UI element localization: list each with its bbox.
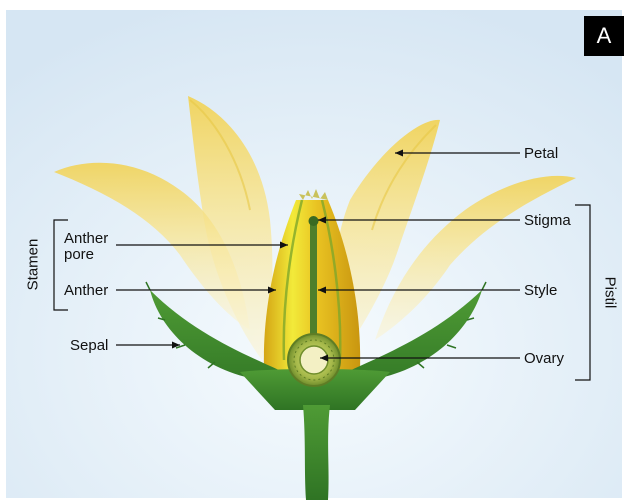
label-anther-pore-line1: Anther bbox=[64, 230, 108, 247]
label-anther-pore-line2: pore bbox=[64, 246, 94, 263]
label-ovary: Ovary bbox=[524, 350, 564, 367]
pistil bbox=[309, 216, 319, 342]
label-stigma: Stigma bbox=[524, 212, 571, 229]
panel-letter-badge: A bbox=[584, 16, 624, 56]
group-label-pistil: Pistil bbox=[602, 263, 619, 323]
label-anther: Anther bbox=[64, 282, 108, 299]
label-style: Style bbox=[524, 282, 557, 299]
ovary bbox=[288, 334, 340, 386]
label-petal: Petal bbox=[524, 145, 558, 162]
group-label-stamen: Stamen bbox=[25, 235, 42, 295]
stem bbox=[303, 405, 330, 500]
label-sepal: Sepal bbox=[70, 337, 108, 354]
